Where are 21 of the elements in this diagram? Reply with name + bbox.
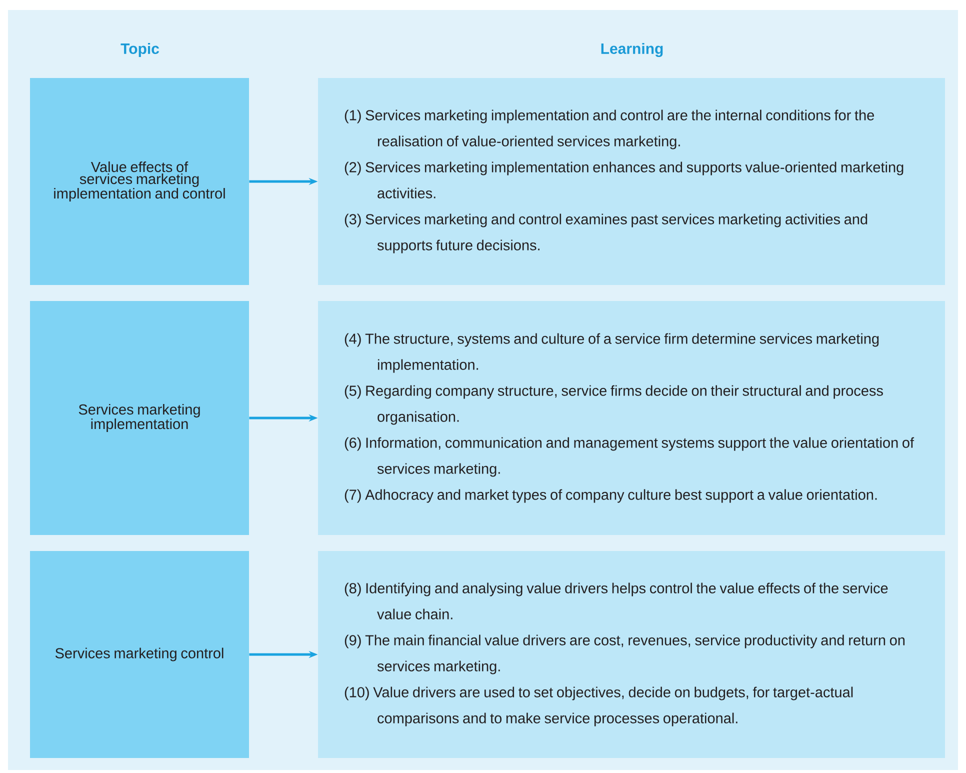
topic-text: Services marketing control <box>55 648 224 662</box>
topic-box <box>30 550 249 758</box>
learning-point: (7) Adhocracy and market types of company culture best support a value orientation. <box>344 489 877 503</box>
topic-box <box>30 300 249 535</box>
learning-point: (9) The main financial value drivers are cost, revenues, service productivity and return on services marketing. <box>344 634 905 674</box>
learning-point: (2) Services marketing implementation enhances and supports value-oriented marketing activities. <box>344 162 904 198</box>
learning-point: (4) The structure, systems and culture of a service firm determine services marketing implementation. <box>344 333 879 373</box>
learning-box <box>318 550 945 758</box>
learning-point: (6) Information, communication and management systems support the value orientation of services marketing. <box>344 437 914 477</box>
learning-point: (10) Value drivers are used to set objectives, decide on budgets, for target-actual comparisons and to make service processes operational. <box>344 686 853 726</box>
column-heading: Topic <box>120 43 160 57</box>
column-heading: Learning <box>601 42 663 58</box>
learning-point: (3) Services marketing and control examines past services marketing activities and supports future decisions. <box>344 214 868 254</box>
topic-box <box>30 78 249 285</box>
learning-point: (8) Identifying and analysing value drivers helps control the value effects of the service value chain. <box>344 582 888 620</box>
learning-box <box>318 78 945 285</box>
topic-text: Value effects of services marketing implementation and control <box>54 161 225 202</box>
learning-box <box>318 300 945 535</box>
learning-point: (5) Regarding company structure, service firms decide on their structural and process organisation. <box>344 385 883 425</box>
topic-text: Services marketing implementation <box>78 404 200 432</box>
learning-point: (1) Services marketing implementation and control are the internal conditions for the realisation of value-oriented services marketing. <box>344 110 874 150</box>
